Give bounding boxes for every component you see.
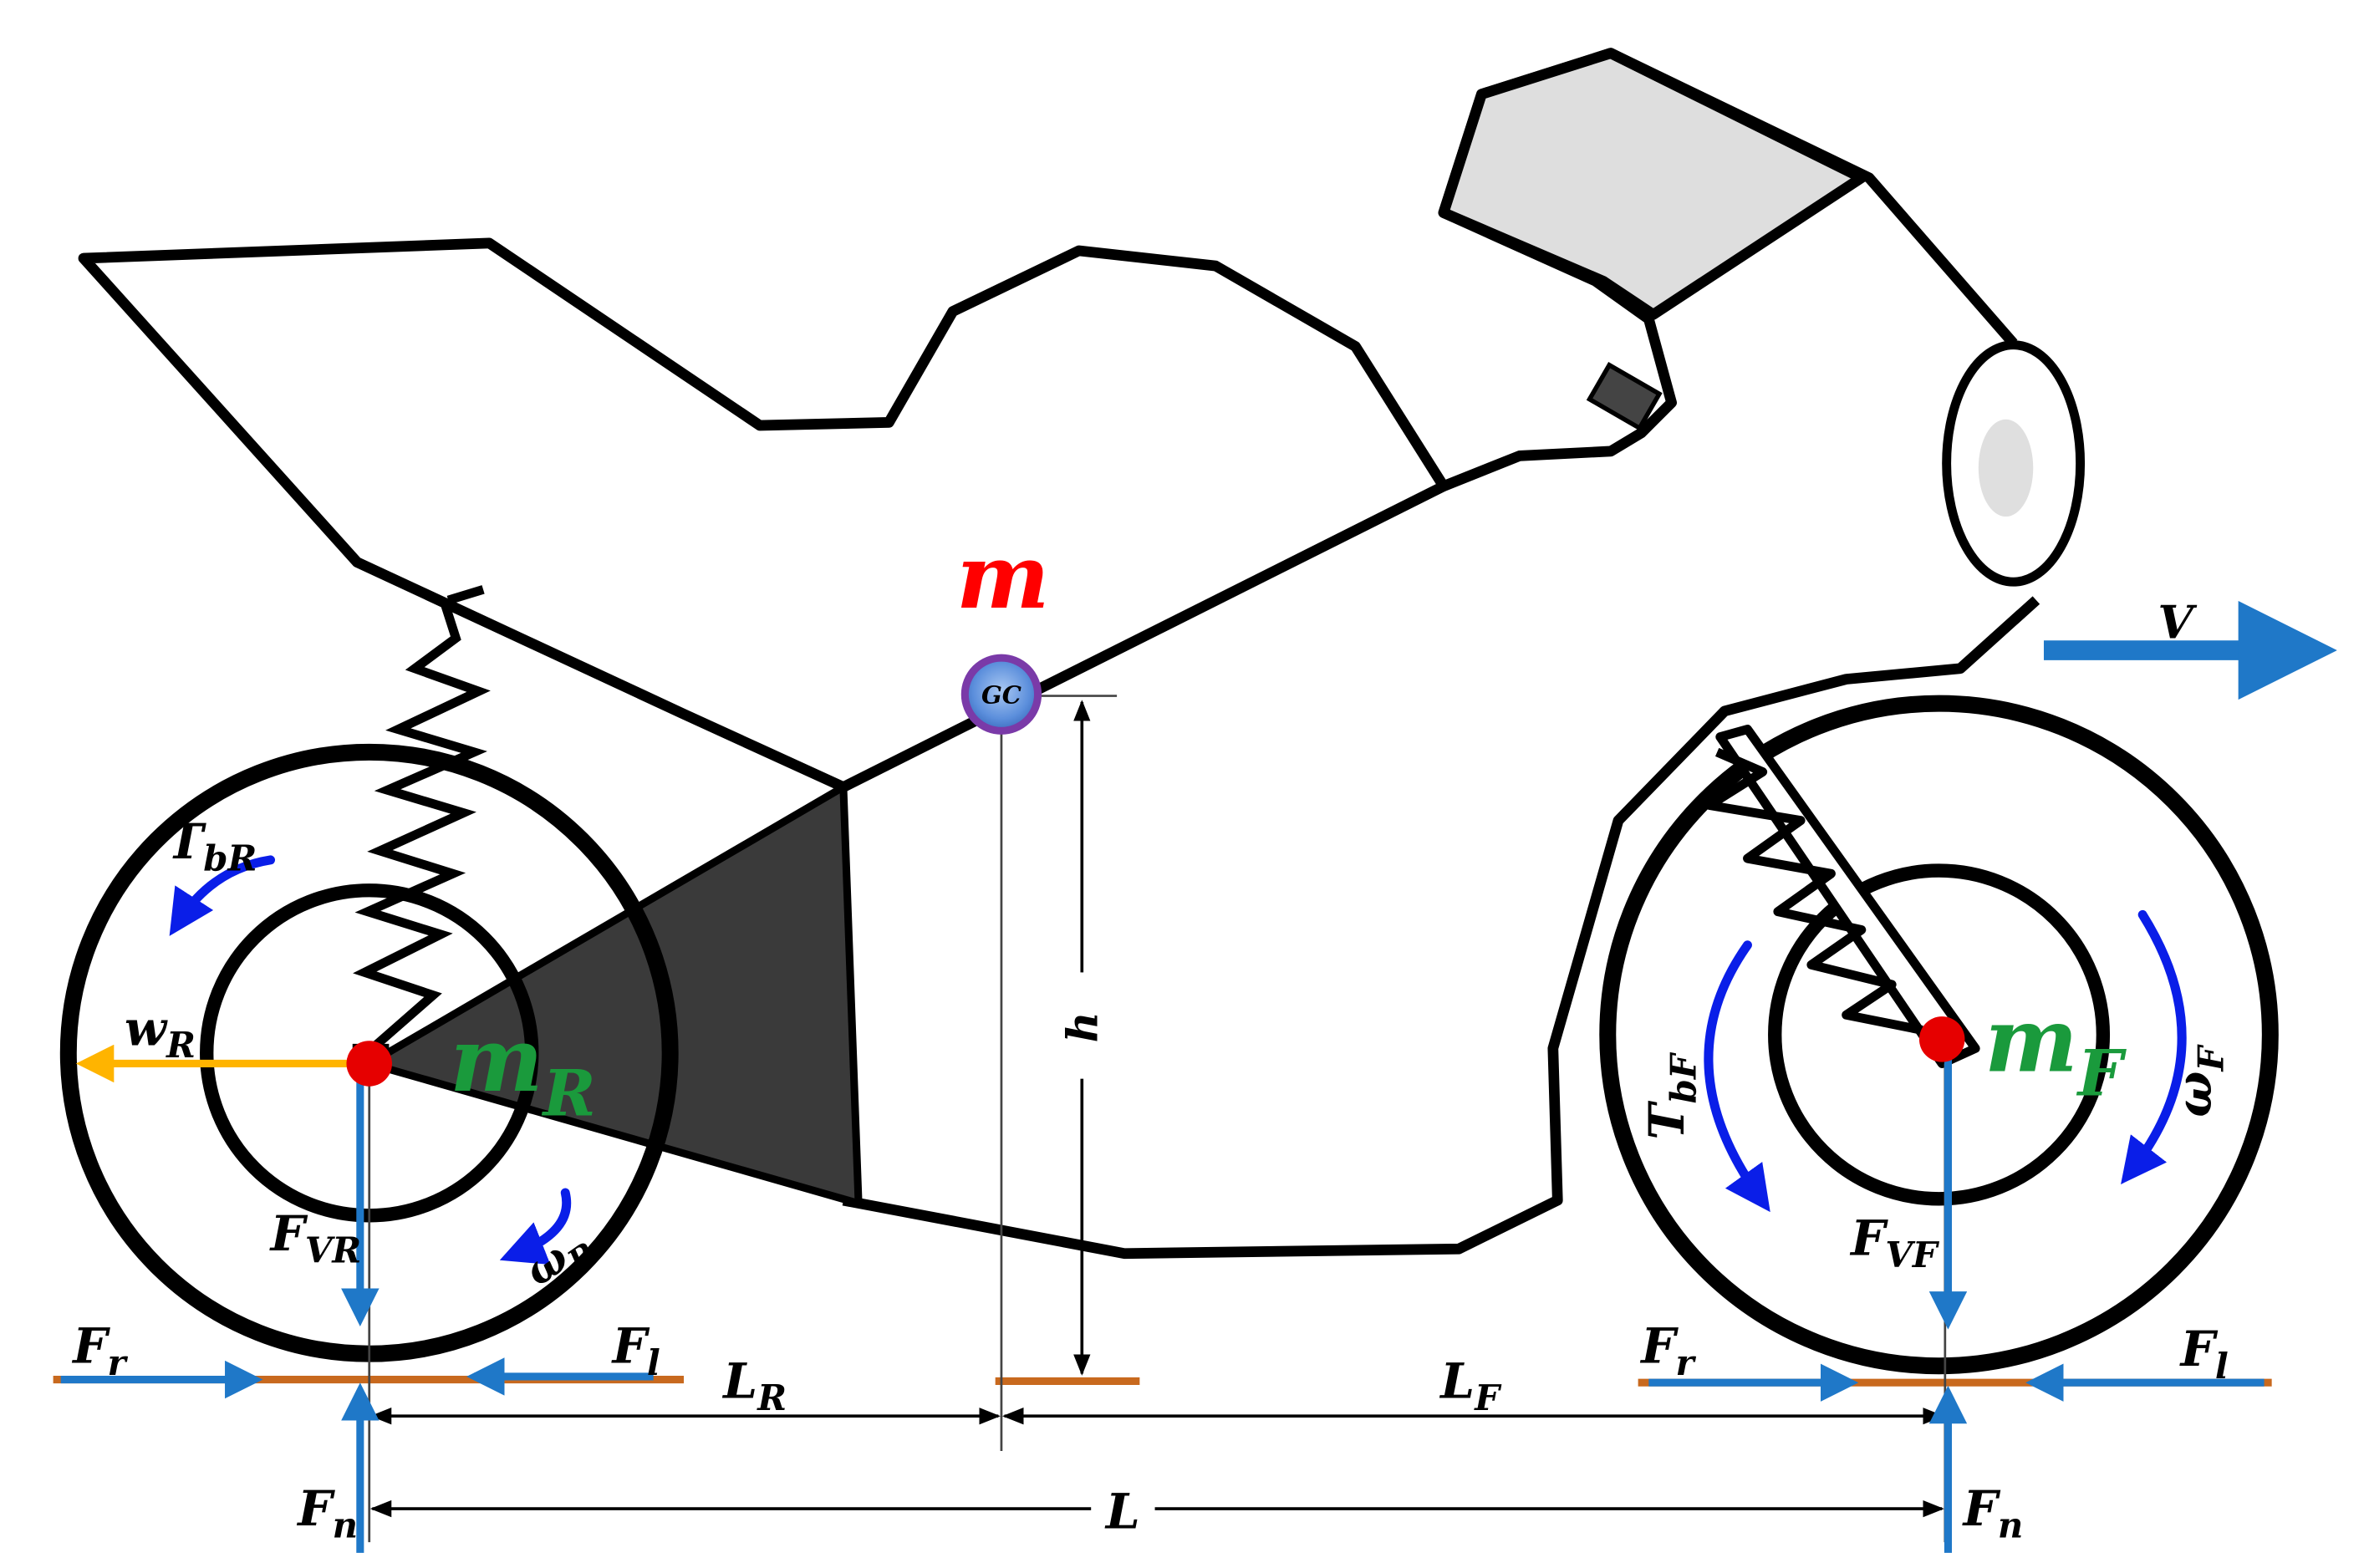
- front-fork: [1704, 725, 1980, 1068]
- omegaR-arrow: [499, 1188, 572, 1265]
- velocity-label: V: [2158, 595, 2197, 649]
- front-hub-dot: [1918, 1016, 1965, 1062]
- Fn-front-label: Fn: [1962, 1479, 2024, 1546]
- headlight-lens: [1978, 419, 2034, 517]
- ground-lines: [53, 1376, 2272, 1387]
- Fl-rear-label: Fl: [611, 1317, 660, 1384]
- LR-label: LR: [721, 1352, 787, 1418]
- LF-label: LF: [1439, 1352, 1502, 1418]
- mass-label: m: [956, 525, 1050, 629]
- front-rim: [1768, 863, 2111, 1206]
- Fr-front-label: Fr: [1639, 1317, 1696, 1384]
- swingarm: [365, 783, 863, 1208]
- mirror: [1586, 361, 1663, 431]
- Fn-rear-label: Fn: [296, 1479, 358, 1546]
- gc-label: GC: [981, 681, 1021, 710]
- FVR-label: FVR: [269, 1204, 362, 1271]
- Fl-front-label: Fl: [2179, 1320, 2229, 1387]
- wR-label: wR: [125, 1000, 196, 1067]
- TbR-arrow: [169, 855, 276, 936]
- front-tire: [1599, 695, 2279, 1375]
- frame-beam: [841, 481, 1446, 792]
- front-wheel: [1599, 695, 2279, 1375]
- height-label: h: [1057, 1011, 1108, 1042]
- rear-hub-dot: [346, 1041, 393, 1087]
- rear-shock: [352, 585, 491, 1053]
- belly-outline: [842, 596, 2040, 1260]
- TbR-label: TbR: [167, 812, 257, 879]
- omegaF-label: ωF: [2165, 1043, 2232, 1117]
- TbF-label: TbF: [1638, 1051, 1704, 1140]
- TbF-arrow: [1704, 940, 1770, 1213]
- Fr-rear-label: Fr: [71, 1317, 128, 1384]
- omegaF-arrow: [2121, 909, 2187, 1184]
- front-mass-label: mF: [1984, 989, 2127, 1111]
- rear-mass-label: mR: [450, 1008, 596, 1130]
- FVF-label: FVF: [1849, 1209, 1940, 1276]
- L-label: L: [1104, 1483, 1140, 1540]
- windshield: [1438, 48, 1867, 320]
- center-of-gravity-icon: GC: [960, 654, 1042, 735]
